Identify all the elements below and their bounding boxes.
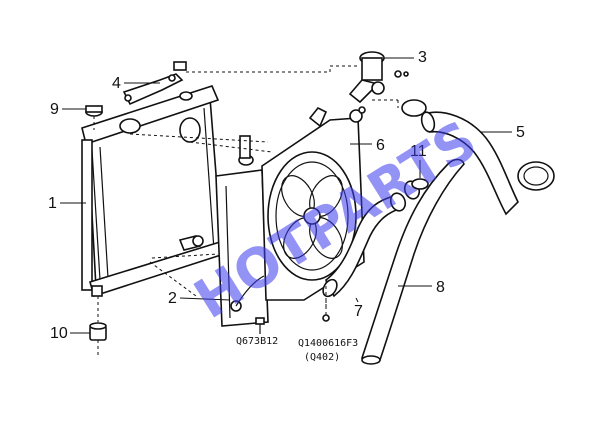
callout-5: 5 xyxy=(516,124,525,141)
callout-1: 1 xyxy=(48,195,57,212)
callout-7: 7 xyxy=(354,303,363,320)
part-code-q1400616f3: Q1400616F3 xyxy=(298,338,358,349)
hose-clamp xyxy=(411,178,429,190)
callouts: 1 2 3 4 5 6 7 8 9 10 11 xyxy=(48,49,525,342)
expansion-tank xyxy=(215,135,269,327)
bolts xyxy=(255,300,330,334)
part-code-q673b12: Q673B12 xyxy=(236,336,278,347)
callout-2: 2 xyxy=(168,290,177,307)
callout-11: 11 xyxy=(410,143,427,160)
fan-blades xyxy=(281,175,343,259)
thermostat-housing xyxy=(348,51,427,117)
callout-3: 3 xyxy=(418,49,427,66)
dashed-route-lines xyxy=(129,133,327,310)
callout-10: 10 xyxy=(50,325,68,342)
part-code-q402: (Q402) xyxy=(304,352,340,363)
callout-6: 6 xyxy=(376,137,385,154)
fan-shroud xyxy=(261,106,365,301)
lower-hose xyxy=(322,180,421,298)
upper-hose xyxy=(420,111,555,216)
callout-9: 9 xyxy=(50,101,59,118)
callout-4: 4 xyxy=(112,75,121,92)
radiator-cap xyxy=(85,105,103,130)
callout-8: 8 xyxy=(436,279,445,296)
rubber-mount xyxy=(89,322,107,356)
part-code-labels: Q673B12 Q1400616F3 (Q402) xyxy=(236,336,358,363)
bypass-hose xyxy=(360,158,465,365)
upper-bracket xyxy=(122,61,360,106)
